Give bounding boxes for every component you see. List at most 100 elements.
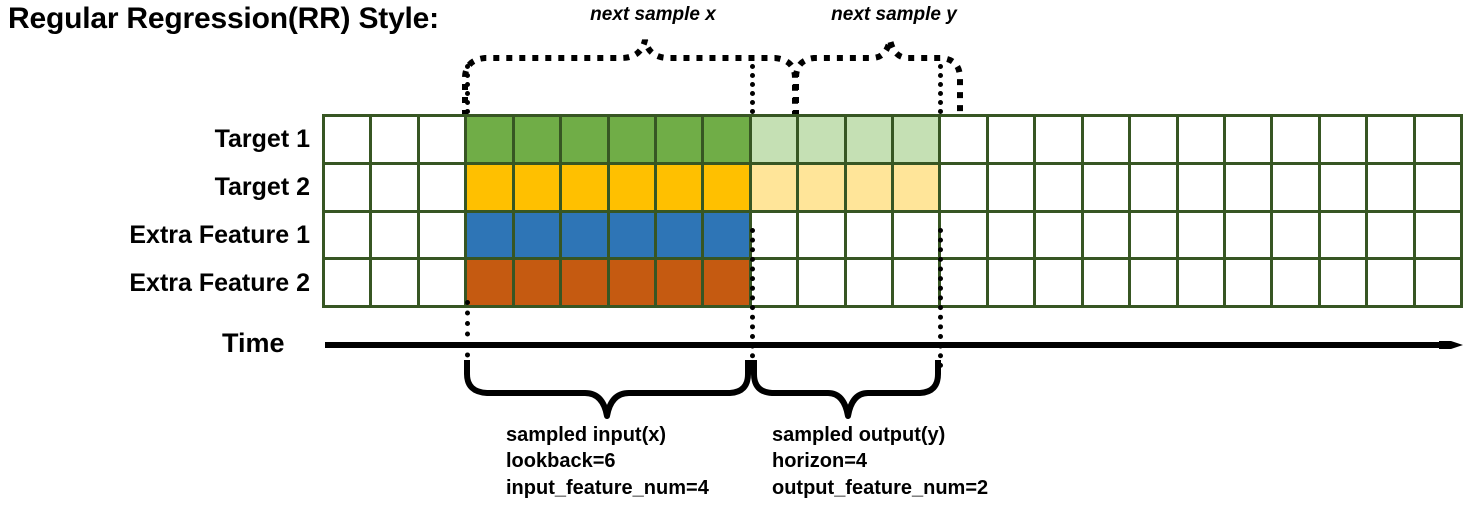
caption-input-line1: sampled input(x) bbox=[506, 424, 667, 446]
cell-empty-r3-c16 bbox=[1083, 260, 1129, 305]
cell-input-r3-c7 bbox=[656, 260, 702, 305]
cell-empty-r1-c15 bbox=[1036, 164, 1081, 210]
cell-input-r2-c7 bbox=[656, 212, 702, 258]
cell-empty-r3-c22 bbox=[1368, 260, 1413, 305]
cell-empty-r0-c19 bbox=[1225, 117, 1271, 162]
cell-empty-r2-c21 bbox=[1320, 212, 1366, 258]
cell-empty-r2-c1 bbox=[372, 212, 417, 258]
cell-empty-r3-c20 bbox=[1273, 260, 1318, 305]
brace-next-sample-x bbox=[462, 39, 798, 116]
divider-input-start-top bbox=[465, 64, 470, 114]
caption-sampled-input: sampled input(x) lookback=6 input_featur… bbox=[506, 422, 709, 501]
row-label-extra-feature-1: Extra Feature 1 bbox=[129, 221, 310, 249]
cell-empty-r1-c14 bbox=[988, 164, 1034, 210]
row-label-target-1: Target 1 bbox=[214, 125, 310, 153]
cell-empty-r3-c0 bbox=[325, 260, 370, 305]
divider-input-end-bottom bbox=[750, 228, 755, 368]
cell-input-r3-c8 bbox=[704, 260, 749, 305]
cell-output-r1-c12 bbox=[894, 164, 939, 210]
brace-next-sample-y bbox=[793, 39, 963, 116]
cell-empty-r3-c21 bbox=[1320, 260, 1366, 305]
cell-input-r1-c4 bbox=[514, 164, 560, 210]
cell-empty-r2-c10 bbox=[799, 212, 844, 258]
cell-empty-r2-c13 bbox=[941, 212, 986, 258]
cell-output-r0-c9 bbox=[751, 117, 797, 162]
cell-empty-r0-c21 bbox=[1320, 117, 1366, 162]
cell-empty-r3-c18 bbox=[1178, 260, 1223, 305]
divider-input-end-top bbox=[750, 64, 755, 114]
cell-empty-r1-c1 bbox=[372, 164, 417, 210]
cell-input-r1-c5 bbox=[562, 164, 607, 210]
divider-output-end-top bbox=[938, 64, 943, 114]
cell-empty-r2-c15 bbox=[1036, 212, 1081, 258]
caption-output-line3: output_feature_num=2 bbox=[772, 476, 989, 499]
cell-output-r1-c9 bbox=[751, 164, 797, 210]
cell-empty-r2-c2 bbox=[419, 212, 465, 258]
divider-output-end-bottom bbox=[938, 228, 943, 368]
time-axis-arrow bbox=[325, 341, 1463, 349]
cell-input-r2-c3 bbox=[467, 212, 512, 258]
cell-empty-r0-c20 bbox=[1273, 117, 1318, 162]
cell-empty-r1-c21 bbox=[1320, 164, 1366, 210]
cell-empty-r0-c1 bbox=[372, 117, 417, 162]
cell-output-r1-c11 bbox=[846, 164, 891, 210]
cell-input-r3-c5 bbox=[562, 260, 607, 305]
cell-empty-r3-c9 bbox=[751, 260, 797, 305]
cell-empty-r1-c20 bbox=[1273, 164, 1318, 210]
cell-input-r2-c4 bbox=[514, 212, 560, 258]
caption-output-line1: sampled output(y) bbox=[772, 424, 946, 446]
cell-empty-r1-c18 bbox=[1178, 164, 1223, 210]
cell-input-r3-c3 bbox=[467, 260, 512, 305]
next-sample-y-label: next sample y bbox=[831, 4, 957, 25]
cell-empty-r2-c0 bbox=[325, 212, 370, 258]
cell-empty-r1-c19 bbox=[1225, 164, 1271, 210]
cell-empty-r0-c2 bbox=[419, 117, 465, 162]
cell-empty-r1-c16 bbox=[1083, 164, 1129, 210]
cell-empty-r2-c12 bbox=[894, 212, 939, 258]
caption-output-line2: horizon=4 bbox=[772, 450, 868, 473]
cell-empty-r3-c14 bbox=[988, 260, 1034, 305]
cell-empty-r2-c16 bbox=[1083, 212, 1129, 258]
brace-sampled-output bbox=[751, 360, 941, 419]
cell-output-r0-c12 bbox=[894, 117, 939, 162]
cell-empty-r0-c13 bbox=[941, 117, 986, 162]
cell-empty-r3-c17 bbox=[1131, 260, 1176, 305]
cell-empty-r2-c9 bbox=[751, 212, 797, 258]
cell-empty-r0-c23 bbox=[1415, 117, 1460, 162]
cell-output-r1-c10 bbox=[799, 164, 844, 210]
cell-empty-r3-c2 bbox=[419, 260, 465, 305]
cell-empty-r1-c23 bbox=[1415, 164, 1460, 210]
cell-empty-r3-c10 bbox=[799, 260, 844, 305]
cell-empty-r3-c23 bbox=[1415, 260, 1460, 305]
caption-input-line2: lookback=6 bbox=[506, 450, 616, 473]
row-label-target-2: Target 2 bbox=[214, 173, 310, 201]
page-title: Regular Regression(RR) Style: bbox=[8, 2, 439, 35]
cell-empty-r3-c15 bbox=[1036, 260, 1081, 305]
cell-empty-r2-c23 bbox=[1415, 212, 1460, 258]
cell-empty-r1-c22 bbox=[1368, 164, 1413, 210]
cell-input-r1-c8 bbox=[704, 164, 749, 210]
cell-empty-r2-c19 bbox=[1225, 212, 1271, 258]
timeline-grid bbox=[322, 114, 1463, 308]
cell-empty-r0-c0 bbox=[325, 117, 370, 162]
cell-empty-r0-c15 bbox=[1036, 117, 1081, 162]
caption-input-line3: input_feature_num=4 bbox=[506, 476, 709, 499]
time-axis-label: Time bbox=[222, 328, 285, 358]
cell-empty-r2-c22 bbox=[1368, 212, 1413, 258]
cell-empty-r3-c11 bbox=[846, 260, 891, 305]
brace-sampled-input bbox=[464, 360, 751, 419]
cell-empty-r2-c20 bbox=[1273, 212, 1318, 258]
cell-input-r0-c7 bbox=[656, 117, 702, 162]
cell-empty-r1-c13 bbox=[941, 164, 986, 210]
cell-input-r2-c5 bbox=[562, 212, 607, 258]
cell-input-r0-c6 bbox=[609, 117, 654, 162]
cell-empty-r3-c13 bbox=[941, 260, 986, 305]
cell-input-r2-c6 bbox=[609, 212, 654, 258]
cell-input-r0-c4 bbox=[514, 117, 560, 162]
cell-input-r0-c8 bbox=[704, 117, 749, 162]
cell-empty-r0-c17 bbox=[1131, 117, 1176, 162]
cell-empty-r2-c18 bbox=[1178, 212, 1223, 258]
cell-input-r1-c3 bbox=[467, 164, 512, 210]
cell-input-r3-c6 bbox=[609, 260, 654, 305]
cell-empty-r3-c1 bbox=[372, 260, 417, 305]
